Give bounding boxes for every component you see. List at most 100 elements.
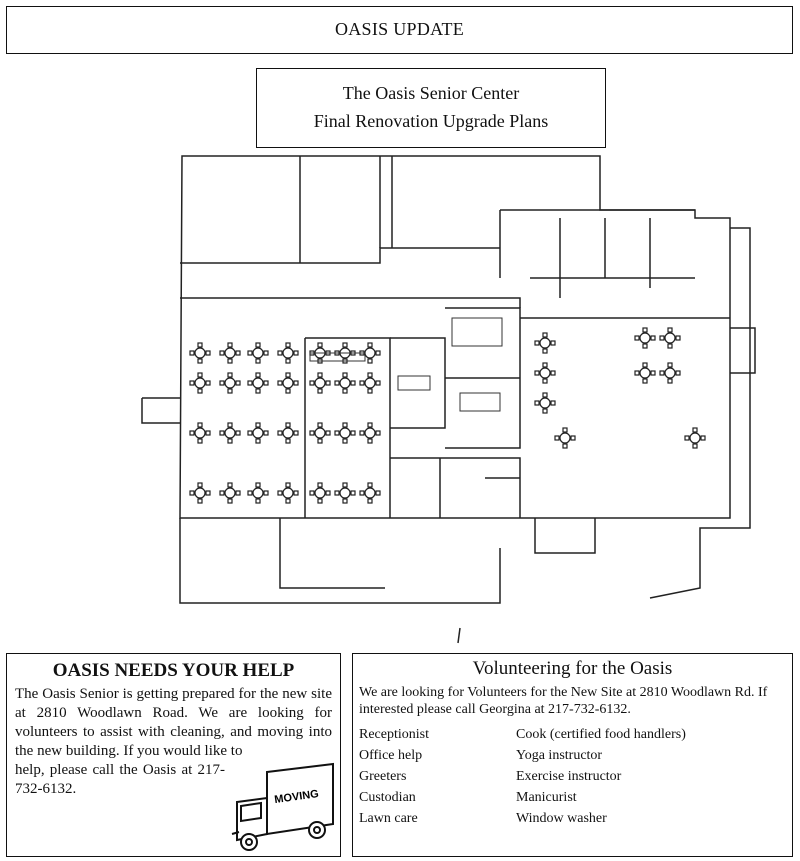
help-body-phone: help, please call the Oasis at 217-732-6… [15,762,225,797]
plan-chair [205,380,211,386]
plan-chair [325,380,331,386]
plan-table [252,347,264,359]
volunteer-heading: Volunteering for the Oasis [472,658,673,679]
plan-table [194,347,206,359]
plan-table [194,427,206,439]
role-item: Receptionist [359,727,429,742]
plan-table [664,332,676,344]
plan-chair [342,438,348,444]
plan-chair [675,335,681,341]
plan-table [282,427,294,439]
plan-chair [659,370,665,376]
header-title: OASIS UPDATE [334,19,465,39]
plan-chair [235,430,241,436]
plan-table [364,377,376,389]
volunteer-notice: Volunteering for the Oasis We are lookin… [352,653,793,857]
plan-chair [189,430,195,436]
page-header: OASIS UPDATE [6,6,793,54]
plan-table [364,347,376,359]
plan-chair [309,380,315,386]
plan-chair [255,358,261,364]
plan-chair [342,482,348,488]
help-notice: OASIS NEEDS YOUR HELP The Oasis Senior i… [6,653,341,857]
plan-chair [542,362,548,368]
plan-chair [667,327,673,333]
role-item: Yoga instructor [516,748,603,763]
plan-chair [219,430,225,436]
plan-table [559,432,571,444]
plan-chair [642,362,648,368]
volunteer-intro: We are looking for Volunteers for the Ne… [359,685,768,717]
plan-table [364,427,376,439]
plan-table [194,377,206,389]
plan-chair [367,482,373,488]
plan-chair [255,438,261,444]
plan-desk [309,352,366,362]
plan-desk [451,317,503,347]
plan-table [224,427,236,439]
plan-title-line1: The Oasis Senior Center [342,83,520,103]
plan-chair [667,362,673,368]
plan-chair [285,372,291,378]
plan-chair [692,443,698,449]
plan-chair [342,342,348,348]
plan-chair [317,388,323,394]
plan-chair [293,350,299,356]
plan-table [252,487,264,499]
plan-chair [227,482,233,488]
plan-chair [642,378,648,384]
plan-chair [325,490,331,496]
plan-chair [285,438,291,444]
plan-chair [197,482,203,488]
plan-chair [227,372,233,378]
plan-chair [235,490,241,496]
plan-table [194,487,206,499]
help-body: The Oasis Senior is getting prepared for… [15,686,332,759]
plan-chair [205,490,211,496]
plan-table [314,487,326,499]
plan-table [224,377,236,389]
plan-chair [367,358,373,364]
role-item: Custodian [359,790,416,805]
plan-table [539,337,551,349]
plan-chair [634,335,640,341]
plan-chair [342,372,348,378]
plan-chair [285,388,291,394]
plan-table [339,377,351,389]
plan-chair [570,435,576,441]
plan-chair [350,490,356,496]
plan-chair [375,430,381,436]
plan-chair [277,430,283,436]
plan-chair [317,482,323,488]
role-item: Office help [359,748,423,763]
plan-title-line2: Final Renovation Upgrade Plans [313,111,549,131]
plan-chair [197,358,203,364]
plan-chair [255,388,261,394]
plan-chair [309,490,315,496]
plan-chair [255,498,261,504]
plan-chair [334,380,340,386]
plan-chair [342,422,348,428]
plan-chair [247,490,253,496]
plan-chair [550,340,556,346]
plan-chair [317,438,323,444]
plan-chair [263,490,269,496]
plan-chair [277,490,283,496]
plan-table [689,432,701,444]
plan-table [364,487,376,499]
plan-chair [534,370,540,376]
plan-title-box: The Oasis Senior Center Final Renovation… [256,68,606,148]
plan-chair [359,490,365,496]
plan-chair [659,335,665,341]
plan-chair [189,350,195,356]
plan-table [314,377,326,389]
plan-chair [684,435,690,441]
plan-chair [227,342,233,348]
plan-chair [642,327,648,333]
plan-table [252,427,264,439]
floor-plan-drawing [141,155,756,644]
role-item: Lawn care [359,811,418,826]
plan-table [224,487,236,499]
plan-chair [247,380,253,386]
plan-chair [367,422,373,428]
